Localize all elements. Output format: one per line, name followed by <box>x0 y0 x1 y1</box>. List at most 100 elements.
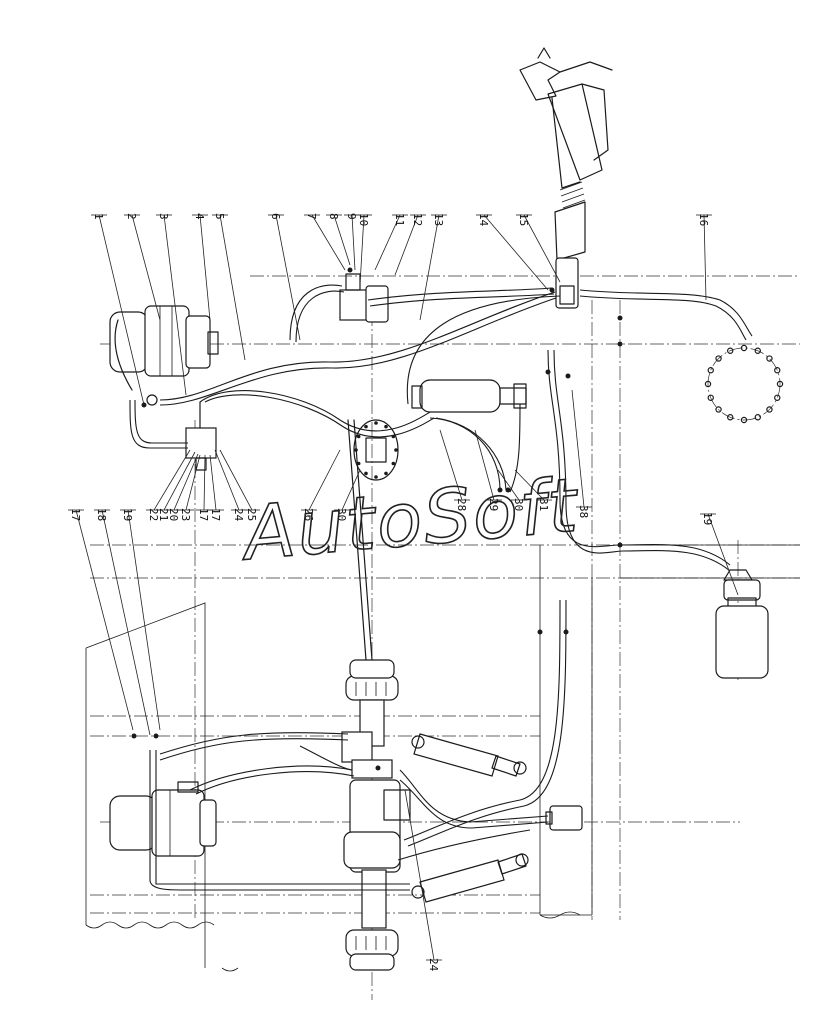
callout-leader <box>203 454 206 511</box>
callout-leader <box>199 214 211 321</box>
callout-number: 31 <box>537 498 550 511</box>
bolt-hole-icon <box>715 355 722 362</box>
callout-number: 29 <box>487 498 500 511</box>
callout-leader <box>439 429 463 501</box>
bolt-hole-icon <box>707 394 714 401</box>
callout-number: 21 <box>157 508 170 521</box>
lower-cylinders <box>411 733 583 903</box>
callout-leader <box>275 214 301 341</box>
bolt-dot-icon <box>374 475 378 479</box>
upper-valve-block <box>185 401 217 471</box>
bolt-hole-icon <box>715 406 722 413</box>
callout-number: 20 <box>167 508 180 521</box>
callout-number: 2 <box>125 213 138 220</box>
bolt-hole-icon <box>754 347 761 354</box>
bolt-hole-icon <box>766 355 773 362</box>
callout-number: 6 <box>269 213 282 220</box>
hydraulic-motor <box>715 569 769 679</box>
callout-number: 16 <box>697 213 710 226</box>
callout-leader <box>308 449 341 511</box>
steering-column <box>519 47 613 309</box>
bolt-hole-icon <box>774 394 781 401</box>
callout-number: 10 <box>357 213 370 226</box>
bolt-dot-icon <box>364 471 368 476</box>
callout-number: 19 <box>121 508 134 521</box>
fittings <box>131 267 623 771</box>
callout-leader <box>333 214 351 266</box>
callout-leader <box>209 454 217 511</box>
centerlines <box>90 275 800 1000</box>
callout-number: 3 <box>157 213 170 220</box>
callout-leader <box>153 449 191 511</box>
callout-number: 24 <box>232 508 245 522</box>
callout-number: 19 <box>701 512 714 525</box>
callout-leader <box>571 389 585 508</box>
bolt-dot-icon <box>384 424 388 429</box>
callout-leader <box>185 454 201 511</box>
bolt-hole-icon <box>754 414 761 421</box>
callout-number: 4 <box>193 213 206 220</box>
bolt-dot-icon <box>391 461 396 466</box>
callout-leader <box>351 214 356 271</box>
callout-number: 25 <box>245 508 258 521</box>
callout-leader <box>163 214 187 396</box>
callout-leader <box>497 469 520 501</box>
callout-leader <box>131 214 161 321</box>
upper-steering-cylinder <box>411 379 527 413</box>
callout-number: 24 <box>427 958 440 972</box>
upper-pump <box>109 305 219 406</box>
callout-leader <box>404 789 435 961</box>
callout-number: 5 <box>213 213 226 220</box>
callout-number: 38 <box>577 505 590 518</box>
callout-leader <box>173 453 199 511</box>
callout-leader <box>514 469 545 501</box>
bolt-hole-icon <box>766 406 773 413</box>
callout-number: 17 <box>197 508 210 521</box>
watermark-text: AutoSoft <box>237 462 583 577</box>
callout-leader <box>75 509 134 731</box>
bolt-hole-icon <box>776 380 784 388</box>
bolt-hole-icon <box>727 347 734 354</box>
flange-circle <box>707 347 781 421</box>
callout-number: 9 <box>345 213 358 220</box>
lower-steering-axle <box>341 659 411 971</box>
callout-leader <box>703 214 707 301</box>
callout-leader <box>127 509 161 731</box>
bolt-hole-icon <box>704 380 712 388</box>
callout-leader <box>219 214 246 361</box>
rotary-flange-core <box>365 437 387 463</box>
bolt-dot-icon <box>384 471 388 476</box>
bolt-hole-icon <box>774 367 781 374</box>
callout-leader <box>374 214 401 271</box>
callout-leader <box>163 451 196 511</box>
callout-leader <box>707 513 739 596</box>
callout-leader <box>419 214 440 321</box>
callout-number: 14 <box>477 213 490 227</box>
callout-leader <box>101 509 151 736</box>
callout-number: 26 <box>302 508 315 521</box>
callout-number: 8 <box>327 213 340 220</box>
callout-number: 22 <box>147 508 160 521</box>
flange-ring <box>704 344 784 424</box>
callout-number: 15 <box>517 213 530 226</box>
callout-number: 1 <box>92 213 105 220</box>
central-rotary-flange <box>353 419 399 481</box>
bolt-hole-icon <box>740 416 748 424</box>
callout-leader <box>394 214 419 276</box>
callout-number: 30 <box>335 508 348 521</box>
callout-number: 30 <box>512 498 525 511</box>
callout-number: 18 <box>95 508 108 521</box>
bolt-hole-icon <box>740 344 748 352</box>
callout-leader <box>359 214 365 286</box>
callout-leader <box>219 449 253 511</box>
callout-leader <box>98 214 145 406</box>
bolt-dot-icon <box>394 448 398 452</box>
callout-number: 7 <box>305 213 318 220</box>
bolt-dot-icon <box>374 421 378 425</box>
bolt-dot-icon <box>364 424 368 429</box>
callout-leader <box>214 449 240 511</box>
lower-pump <box>109 781 217 857</box>
callout-leader <box>341 469 361 511</box>
